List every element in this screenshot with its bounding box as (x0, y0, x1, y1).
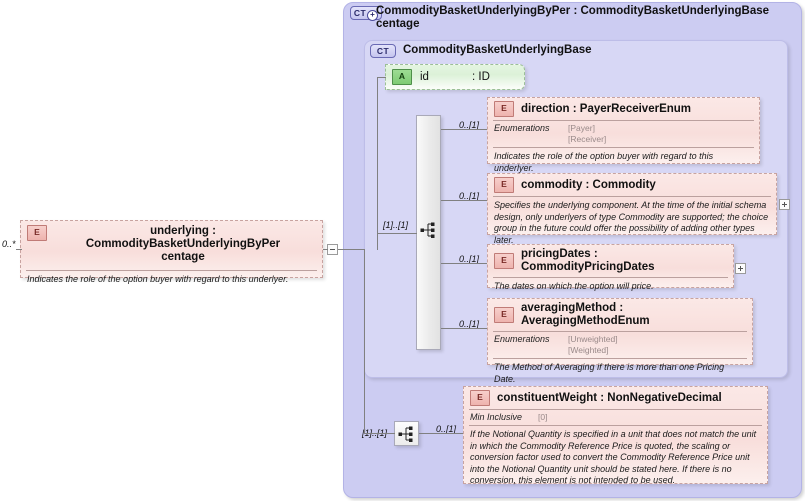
element-underlying-occurrence: 0..* (2, 239, 16, 249)
element-pricing-dates[interactable]: E pricingDates : CommodityPricingDates T… (487, 244, 734, 291)
element-badge: E (470, 390, 490, 406)
divider (26, 270, 317, 271)
element-underlying-documentation: Indicates the role of the option buyer w… (27, 274, 289, 284)
element-commodity[interactable]: E commodity : Commodity Specifies the un… (487, 173, 777, 245)
facet-value: [0] (538, 412, 548, 422)
facet-value: [Receiver] (568, 134, 607, 144)
element-pricing-dates-documentation: The dates on which the option will price… (494, 281, 654, 291)
sequence-icon (420, 222, 435, 238)
connector-pricing-dates (441, 263, 487, 264)
element-direction-facet: Enumerations [Payer] [Receiver] (488, 121, 759, 147)
facet-label: Enumerations (494, 334, 550, 344)
trunk-vertical-bottom (364, 249, 365, 434)
divider (493, 196, 771, 197)
element-badge: E (494, 101, 514, 117)
connector-underlying-right (323, 249, 328, 250)
element-direction[interactable]: E direction : PayerReceiverEnum Enumerat… (487, 97, 760, 173)
connector-direction (441, 129, 487, 130)
element-underlying-title: underlying : CommodityBasketUnderlyingBy… (54, 225, 318, 264)
element-averaging-method-facet: Enumerations [Unweighted] [Weighted] (488, 332, 752, 358)
element-averaging-method-occurrence: 0..[1] (459, 319, 480, 329)
divider (493, 358, 747, 359)
attribute-id-box[interactable]: A id : ID (385, 64, 525, 90)
element-constituent-weight-facet: Min Inclusive [0] (464, 410, 767, 425)
element-underlying[interactable]: E underlying : CommodityBasketUnderlying… (20, 220, 323, 284)
facet-values: [0] (538, 412, 547, 423)
element-averaging-method[interactable]: E averagingMethod : AveragingMethodEnum … (487, 298, 753, 384)
divider (469, 409, 762, 410)
facet-value: [Weighted] (568, 345, 609, 355)
divider (493, 277, 728, 278)
divider (469, 425, 762, 426)
plus-icon[interactable]: + (367, 10, 379, 21)
outer-complex-type-title-line2: centage (376, 18, 420, 30)
element-pricing-dates-name: pricingDates : CommodityPricingDates (521, 248, 655, 273)
divider (493, 331, 747, 332)
facet-label: Min Inclusive (470, 412, 523, 422)
connector-commodity (441, 200, 487, 201)
branch-to-attribute (377, 77, 386, 78)
element-badge: E (494, 253, 514, 269)
element-constituent-weight-header: E constituentWeight : NonNegativeDecimal (464, 387, 767, 409)
ct-badge-text: CT (353, 8, 367, 18)
element-commodity-documentation: Specifies the underlying component. At t… (494, 200, 769, 245)
facet-values: [Unweighted] [Weighted] (568, 334, 618, 356)
inner-complex-type-title: CommodityBasketUnderlyingBase (403, 44, 592, 56)
element-averaging-method-documentation: The Method of Averaging if there is more… (494, 362, 725, 384)
element-constituent-weight-documentation: If the Notional Quantity is specified in… (470, 429, 757, 485)
element-pricing-dates-occurrence: 0..[1] (459, 254, 480, 264)
connector-underlying-to-ct (338, 249, 364, 250)
divider (493, 120, 754, 121)
outer-complex-type-title-line1: CommodityBasketUnderlyingByPer : Commodi… (376, 5, 770, 17)
element-averaging-method-header: E averagingMethod : AveragingMethodEnum (488, 299, 752, 331)
element-direction-header: E direction : PayerReceiverEnum (488, 98, 759, 120)
element-underlying-header: E underlying : CommodityBasketUnderlying… (21, 221, 322, 267)
element-direction-documentation: Indicates the role of the option buyer w… (494, 151, 714, 173)
connector-underlying-left (16, 249, 22, 250)
connector-averaging-method (441, 328, 487, 329)
complex-type-badge-outer: CT+ (350, 6, 382, 21)
element-constituent-weight[interactable]: E constituentWeight : NonNegativeDecimal… (463, 386, 768, 485)
element-badge: E (494, 177, 514, 193)
element-underlying-name-line2: centage (161, 251, 205, 263)
element-averaging-method-name: averagingMethod : AveragingMethodEnum (521, 302, 650, 327)
facet-value: [Payer] (568, 123, 595, 133)
ct-inner-badge-text: CT (376, 46, 390, 56)
complex-type-badge-inner: CT (370, 44, 396, 58)
facet-values: [Payer] [Receiver] (568, 123, 606, 145)
element-direction-name: direction : PayerReceiverEnum (521, 102, 692, 115)
connector-constituent-weight (419, 433, 463, 434)
expand-toggle-pricing-dates[interactable] (735, 263, 746, 274)
attribute-badge: A (392, 69, 412, 85)
sequence-icon-bottom (398, 426, 413, 442)
element-commodity-occurrence: 0..[1] (459, 191, 480, 201)
branch-to-bottom-sequence (364, 433, 395, 434)
element-constituent-weight-name: constituentWeight : NonNegativeDecimal (497, 391, 722, 404)
facet-label: Enumerations (494, 123, 550, 133)
sequence-main-occurrence: [1]..[1] (383, 220, 409, 230)
element-commodity-name: commodity : Commodity (521, 178, 656, 191)
element-badge: E (27, 225, 47, 241)
element-direction-occurrence: 0..[1] (459, 120, 480, 130)
collapse-toggle-underlying[interactable] (327, 244, 338, 255)
divider (493, 147, 754, 148)
expand-toggle-commodity[interactable] (779, 199, 790, 210)
element-commodity-header: E commodity : Commodity (488, 174, 776, 196)
facet-value: [Unweighted] (568, 334, 618, 344)
attribute-name: id (420, 70, 429, 83)
element-constituent-weight-occurrence: 0..[1] (436, 424, 457, 434)
trunk-vertical-inner (377, 77, 378, 250)
element-pricing-dates-header: E pricingDates : CommodityPricingDates (488, 245, 733, 277)
branch-to-sequence (377, 233, 417, 234)
element-underlying-name-line1: underlying : CommodityBasketUnderlyingBy… (85, 225, 281, 250)
element-badge: E (494, 307, 514, 323)
attribute-type: : ID (472, 70, 490, 83)
